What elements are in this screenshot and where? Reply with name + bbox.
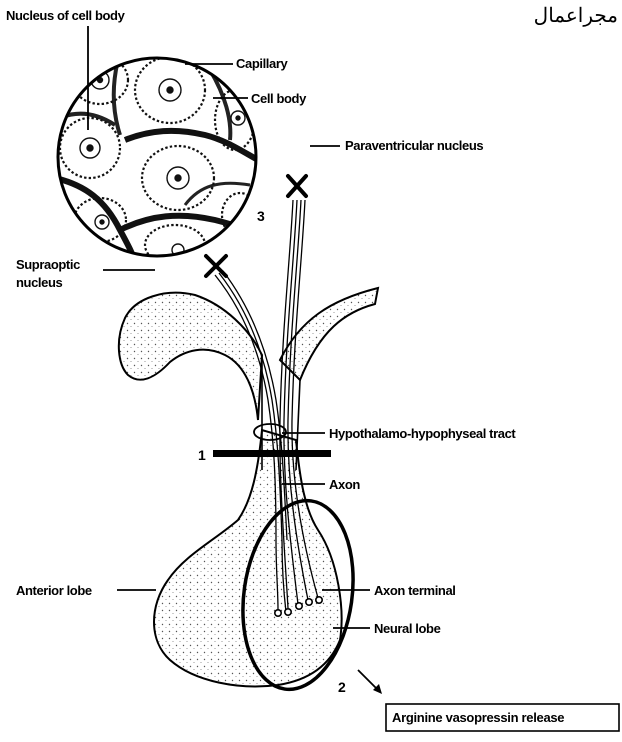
- section-bar-1: [213, 450, 331, 457]
- release-arrow: [358, 670, 382, 694]
- marker-3: 3: [257, 208, 265, 224]
- label-neural-lobe: Neural lobe: [374, 621, 441, 636]
- label-cell-body: Cell body: [251, 91, 307, 106]
- label-axon: Axon: [329, 477, 360, 492]
- label-supraoptic-line1: Supraoptic: [16, 257, 80, 272]
- label-arginine-vasopressin-release: Arginine vasopressin release: [392, 710, 564, 725]
- label-axon-terminal: Axon terminal: [374, 583, 455, 598]
- label-anterior-lobe: Anterior lobe: [16, 583, 92, 598]
- vasopressin-release-box: Arginine vasopressin release: [386, 704, 619, 731]
- header-script: مجراعمال: [534, 3, 618, 27]
- label-hypothalamo-hypophyseal-tract: Hypothalamo-hypophyseal tract: [329, 426, 516, 441]
- label-nucleus-of-cell-body: Nucleus of cell body: [6, 8, 126, 23]
- label-supraoptic-line2: nucleus: [16, 275, 62, 290]
- marker-1: 1: [198, 447, 206, 463]
- marker-2: 2: [338, 679, 346, 695]
- label-paraventricular-nucleus: Paraventricular nucleus: [345, 138, 483, 153]
- magnified-cells: [55, 46, 262, 265]
- left-curved-lobe: [119, 293, 262, 420]
- label-capillary: Capillary: [236, 56, 288, 71]
